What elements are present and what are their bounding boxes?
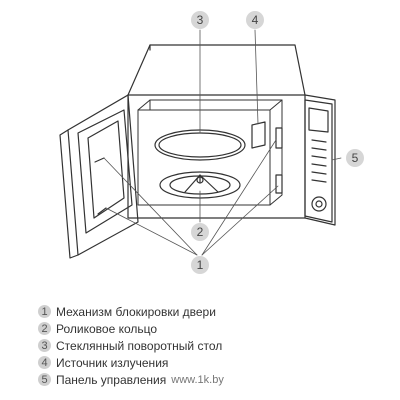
legend: 1 Механизм блокировки двери 2 Роликовое … xyxy=(38,303,378,388)
callout-3: 3 xyxy=(191,11,209,29)
legend-number: 1 xyxy=(38,305,51,318)
glass-turntable xyxy=(154,129,246,161)
callout-1: 1 xyxy=(191,256,209,274)
legend-item: 3 Стеклянный поворотный стол xyxy=(38,337,378,354)
legend-item: 5 Панель управления www.1k.by xyxy=(38,371,378,388)
legend-number: 2 xyxy=(38,322,51,335)
open-door xyxy=(59,94,139,259)
radiation-source xyxy=(251,121,266,149)
callout-2: 2 xyxy=(191,223,209,241)
legend-item: 4 Источник излучения xyxy=(38,354,378,371)
callout-4: 4 xyxy=(246,11,264,29)
door-latch-slots xyxy=(275,127,283,194)
svg-text:4: 4 xyxy=(252,13,259,27)
legend-text: Панель управления xyxy=(56,372,167,387)
legend-text: Источник излучения xyxy=(56,355,169,370)
legend-text: Роликовое кольцо xyxy=(56,321,158,336)
microwave-diagram: 3 4 1 2 5 xyxy=(59,11,364,274)
oven-cavity xyxy=(137,99,283,206)
control-panel xyxy=(304,99,333,223)
callout-5: 5 xyxy=(346,149,364,167)
legend-number: 5 xyxy=(38,373,51,386)
legend-text: Стеклянный поворотный стол xyxy=(56,338,223,353)
legend-number: 3 xyxy=(38,339,51,352)
legend-item: 1 Механизм блокировки двери xyxy=(38,303,378,320)
leader-lines xyxy=(103,29,342,256)
svg-text:5: 5 xyxy=(352,151,359,165)
svg-text:2: 2 xyxy=(197,225,204,239)
legend-number: 4 xyxy=(38,356,51,369)
svg-text:3: 3 xyxy=(197,13,204,27)
watermark: www.1k.by xyxy=(171,373,224,386)
legend-item: 2 Роликовое кольцо xyxy=(38,320,378,337)
legend-text: Механизм блокировки двери xyxy=(56,304,216,319)
cabinet xyxy=(127,44,336,226)
svg-text:1: 1 xyxy=(197,258,204,272)
